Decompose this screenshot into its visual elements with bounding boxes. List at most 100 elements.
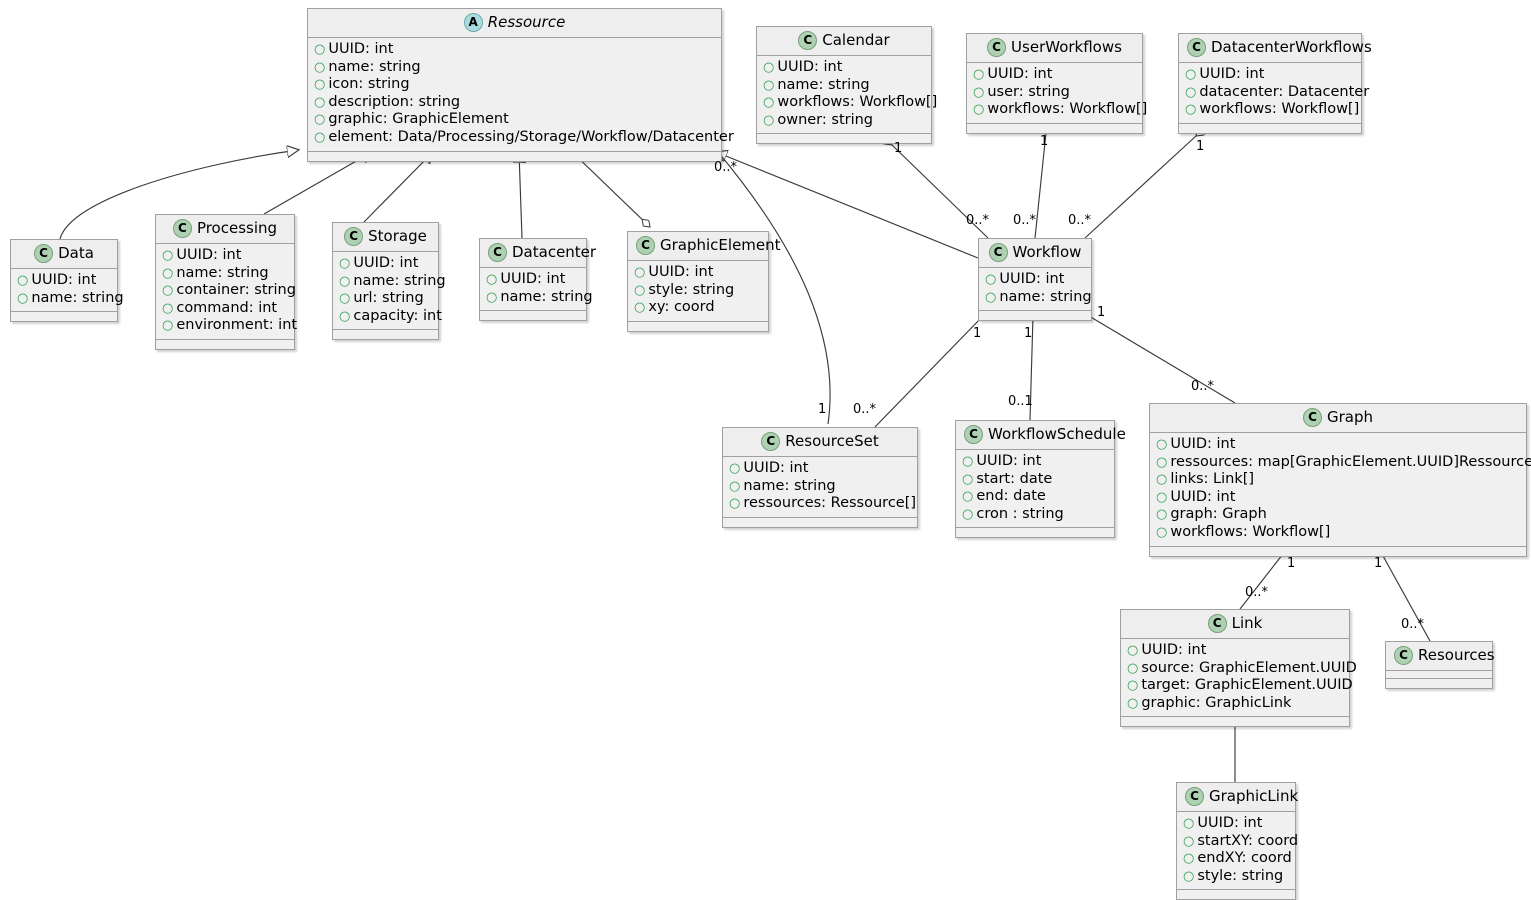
class-attributes-graphicelement: ○UUID: int○style: string○xy: coord [628, 261, 768, 322]
attribute-row: ○name: string [729, 478, 909, 496]
visibility-public-icon: ○ [17, 290, 29, 306]
edge-storage-ressource [363, 152, 433, 223]
attribute-text: graph: Graph [1170, 506, 1267, 523]
attribute-row: ○command: int [162, 300, 286, 318]
attribute-row: ○target: GraphicElement.UUID [1127, 677, 1353, 695]
attribute-text: UUID: int [500, 271, 566, 287]
attribute-row: ○name: string [985, 289, 1092, 307]
multiplicity-label: 1 [973, 326, 982, 341]
attribute-text: links: Link[] [1170, 471, 1255, 488]
class-name-graphiclink: GraphicLink [1209, 787, 1299, 805]
visibility-public-icon: ○ [339, 256, 351, 271]
attribute-text: description: string [328, 93, 461, 110]
attribute-row: ○icon: string [314, 76, 713, 94]
class-icon: C [1207, 614, 1227, 633]
attribute-row: ○name: string [17, 290, 124, 308]
visibility-public-icon: ○ [314, 129, 326, 145]
attribute-row: ○workflows: Workflow[] [763, 94, 937, 112]
attribute-text: command: int [176, 299, 278, 316]
attribute-text: capacity: int [353, 307, 442, 324]
class-name-storage: Storage [368, 227, 427, 245]
attribute-row: ○ressources: map[GraphicElement.UUID]Res… [1156, 454, 1531, 472]
class-operations-workflowschedule [956, 528, 1114, 538]
visibility-public-icon: ○ [1127, 643, 1139, 658]
attribute-row: ○element: Data/Processing/Storage/Workfl… [314, 129, 734, 147]
visibility-public-icon: ○ [314, 42, 326, 57]
attribute-row: ○end: date [962, 488, 1106, 506]
attribute-text: xy: coord [648, 299, 715, 316]
visibility-public-icon: ○ [1183, 816, 1195, 831]
class-icon: C [1187, 38, 1206, 57]
visibility-public-icon: ○ [1185, 84, 1197, 100]
attribute-row: ○style: string [634, 282, 760, 300]
attribute-text: datacenter: Datacenter [1199, 83, 1370, 100]
class-operations-graphiclink [1177, 890, 1295, 900]
attribute-text: workflows: Workflow[] [1170, 523, 1331, 540]
attribute-text: UUID: int [1197, 815, 1263, 831]
visibility-public-icon: ○ [162, 318, 174, 334]
attribute-row: ○ressources: Ressource[] [729, 495, 916, 513]
class-name-datacenterworkflows: DatacenterWorkflows [1211, 38, 1372, 56]
class-operations-link [1121, 717, 1349, 727]
attribute-text: graphic: GraphicLink [1141, 694, 1292, 711]
class-icon: C [34, 244, 54, 263]
multiplicity-label: 1 [1196, 139, 1205, 154]
attribute-text: UUID: int [1170, 436, 1236, 452]
attribute-row: ○name: string [486, 289, 593, 307]
visibility-public-icon: ○ [973, 67, 985, 82]
visibility-public-icon: ○ [763, 77, 775, 93]
attribute-row: ○cron : string [962, 506, 1106, 524]
class-attributes-processing: ○UUID: int○name: string○container: strin… [156, 244, 298, 340]
attribute-row: ○workflows: Workflow[] [1185, 101, 1359, 119]
multiplicity-label: 1 [1024, 326, 1033, 341]
visibility-public-icon: ○ [985, 289, 997, 305]
multiplicity-label: 0..* [714, 160, 738, 175]
attribute-row: ○name: string [314, 59, 713, 77]
attribute-row: ○UUID: int [339, 255, 430, 273]
attribute-row: ○user: string [973, 84, 1134, 102]
attribute-text: name: string [999, 288, 1092, 305]
class-icon: C [344, 227, 364, 246]
attribute-text: UUID: int [976, 453, 1042, 469]
attribute-text: environment: int [176, 317, 298, 334]
attribute-text: start: date [976, 470, 1053, 487]
class-name-resources: Resources [1418, 646, 1495, 664]
class-name-processing: Processing [196, 219, 278, 237]
visibility-public-icon: ○ [729, 461, 741, 476]
attribute-row: ○workflows: Workflow[] [973, 101, 1147, 119]
attribute-text: style: string [648, 281, 735, 298]
class-icon: C [798, 31, 818, 50]
class-name-workflow: Workflow [1012, 243, 1082, 261]
attribute-text: UUID: int [328, 41, 394, 57]
attribute-row: ○UUID: int [1156, 436, 1518, 454]
visibility-public-icon: ○ [314, 94, 326, 110]
attribute-text: ressources: map[GraphicElement.UUID]Ress… [1170, 453, 1531, 470]
attribute-row: ○name: string [763, 77, 923, 95]
class-operations-datacenter [480, 311, 586, 321]
visibility-public-icon: ○ [1127, 695, 1139, 711]
visibility-public-icon: ○ [973, 84, 985, 100]
multiplicity-label: 1 [1287, 556, 1296, 571]
attribute-row: ○owner: string [763, 112, 923, 130]
attribute-row: ○UUID: int [17, 272, 109, 290]
